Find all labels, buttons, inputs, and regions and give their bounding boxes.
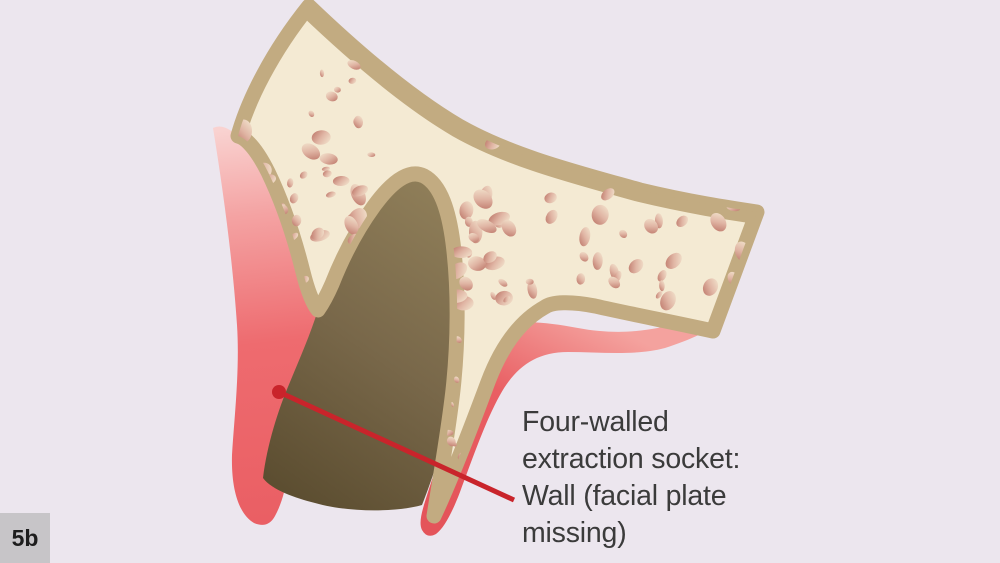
trabecular-pore (325, 191, 336, 198)
trabecular-pore (710, 185, 719, 193)
trabecular-pore (344, 215, 359, 235)
trabecular-pore (291, 214, 302, 227)
trabecular-pore (308, 110, 315, 117)
trabecular-pore (311, 130, 331, 145)
trabecular-pore (579, 227, 591, 247)
trabecular-pore (353, 115, 364, 129)
trabecular-pore (319, 153, 338, 165)
trabecular-pore (579, 251, 589, 262)
trabecular-pore (467, 256, 487, 271)
trabecular-pore (619, 229, 628, 238)
trabecular-pore (287, 178, 294, 188)
trabecular-pore (644, 218, 659, 234)
trabecular-pore (657, 270, 667, 282)
trabecular-pore (322, 170, 332, 178)
trabecular-pore (325, 91, 338, 102)
trabecular-pore (347, 60, 361, 70)
trabecular-pore (289, 193, 299, 204)
trabecular-pore (665, 252, 682, 269)
trabecular-pore (301, 143, 321, 160)
trabecular-pore (352, 185, 368, 197)
extraction-socket-cavity (263, 173, 458, 511)
trabecular-pore (545, 209, 558, 224)
trabecular-pore (710, 212, 727, 232)
trabecular-pore (544, 192, 557, 204)
figure-label: 5b (0, 513, 50, 563)
trabecular-pore (702, 278, 719, 296)
trabecular-pore (498, 278, 508, 287)
trabecular-pore (739, 192, 749, 200)
trabecular-pore (495, 290, 513, 306)
trabecular-pore (628, 259, 644, 274)
trabecular-pore (503, 295, 510, 303)
trabecular-pore (453, 376, 460, 383)
trabecular-pore (660, 291, 676, 311)
trabecular-pore (576, 273, 586, 285)
trabecular-pore (332, 175, 350, 187)
trabecular-pore (367, 152, 376, 158)
trabecular-pore (459, 201, 474, 220)
trabecular-pore (459, 276, 473, 291)
trabecular-pore (450, 401, 454, 408)
trabecular-pore (527, 280, 538, 299)
trabecular-pore (473, 189, 493, 209)
trabecular-pore (319, 69, 325, 78)
trabecular-pore (348, 77, 357, 84)
trabecular-pore (608, 276, 621, 289)
trabecular-pore (659, 280, 665, 292)
trabecular-pore (734, 185, 751, 201)
trabecular-pore (450, 246, 472, 259)
trabecular-pore (501, 219, 517, 237)
trabecular-pore (591, 204, 609, 225)
trabecular-pore (655, 291, 663, 299)
trabecular-pore (525, 278, 534, 285)
trabecular-pore (333, 86, 341, 93)
trabecular-pore (446, 436, 456, 447)
trabecular-pore (592, 252, 603, 270)
trabecular-pore (483, 251, 497, 264)
leader-line (277, 389, 516, 503)
trabecular-pore (676, 215, 689, 227)
trabecular-pore (490, 291, 497, 300)
trabecular-pore (468, 232, 480, 243)
trabecular-pore (321, 166, 330, 172)
trabecular-pore (299, 171, 308, 179)
leader-dot (272, 385, 286, 399)
trabecular-pore (601, 188, 615, 201)
caption: Four-walled extraction socket: Wall (fac… (522, 406, 741, 549)
trabecular-pore (311, 227, 325, 241)
trabecular-pore (477, 219, 497, 234)
